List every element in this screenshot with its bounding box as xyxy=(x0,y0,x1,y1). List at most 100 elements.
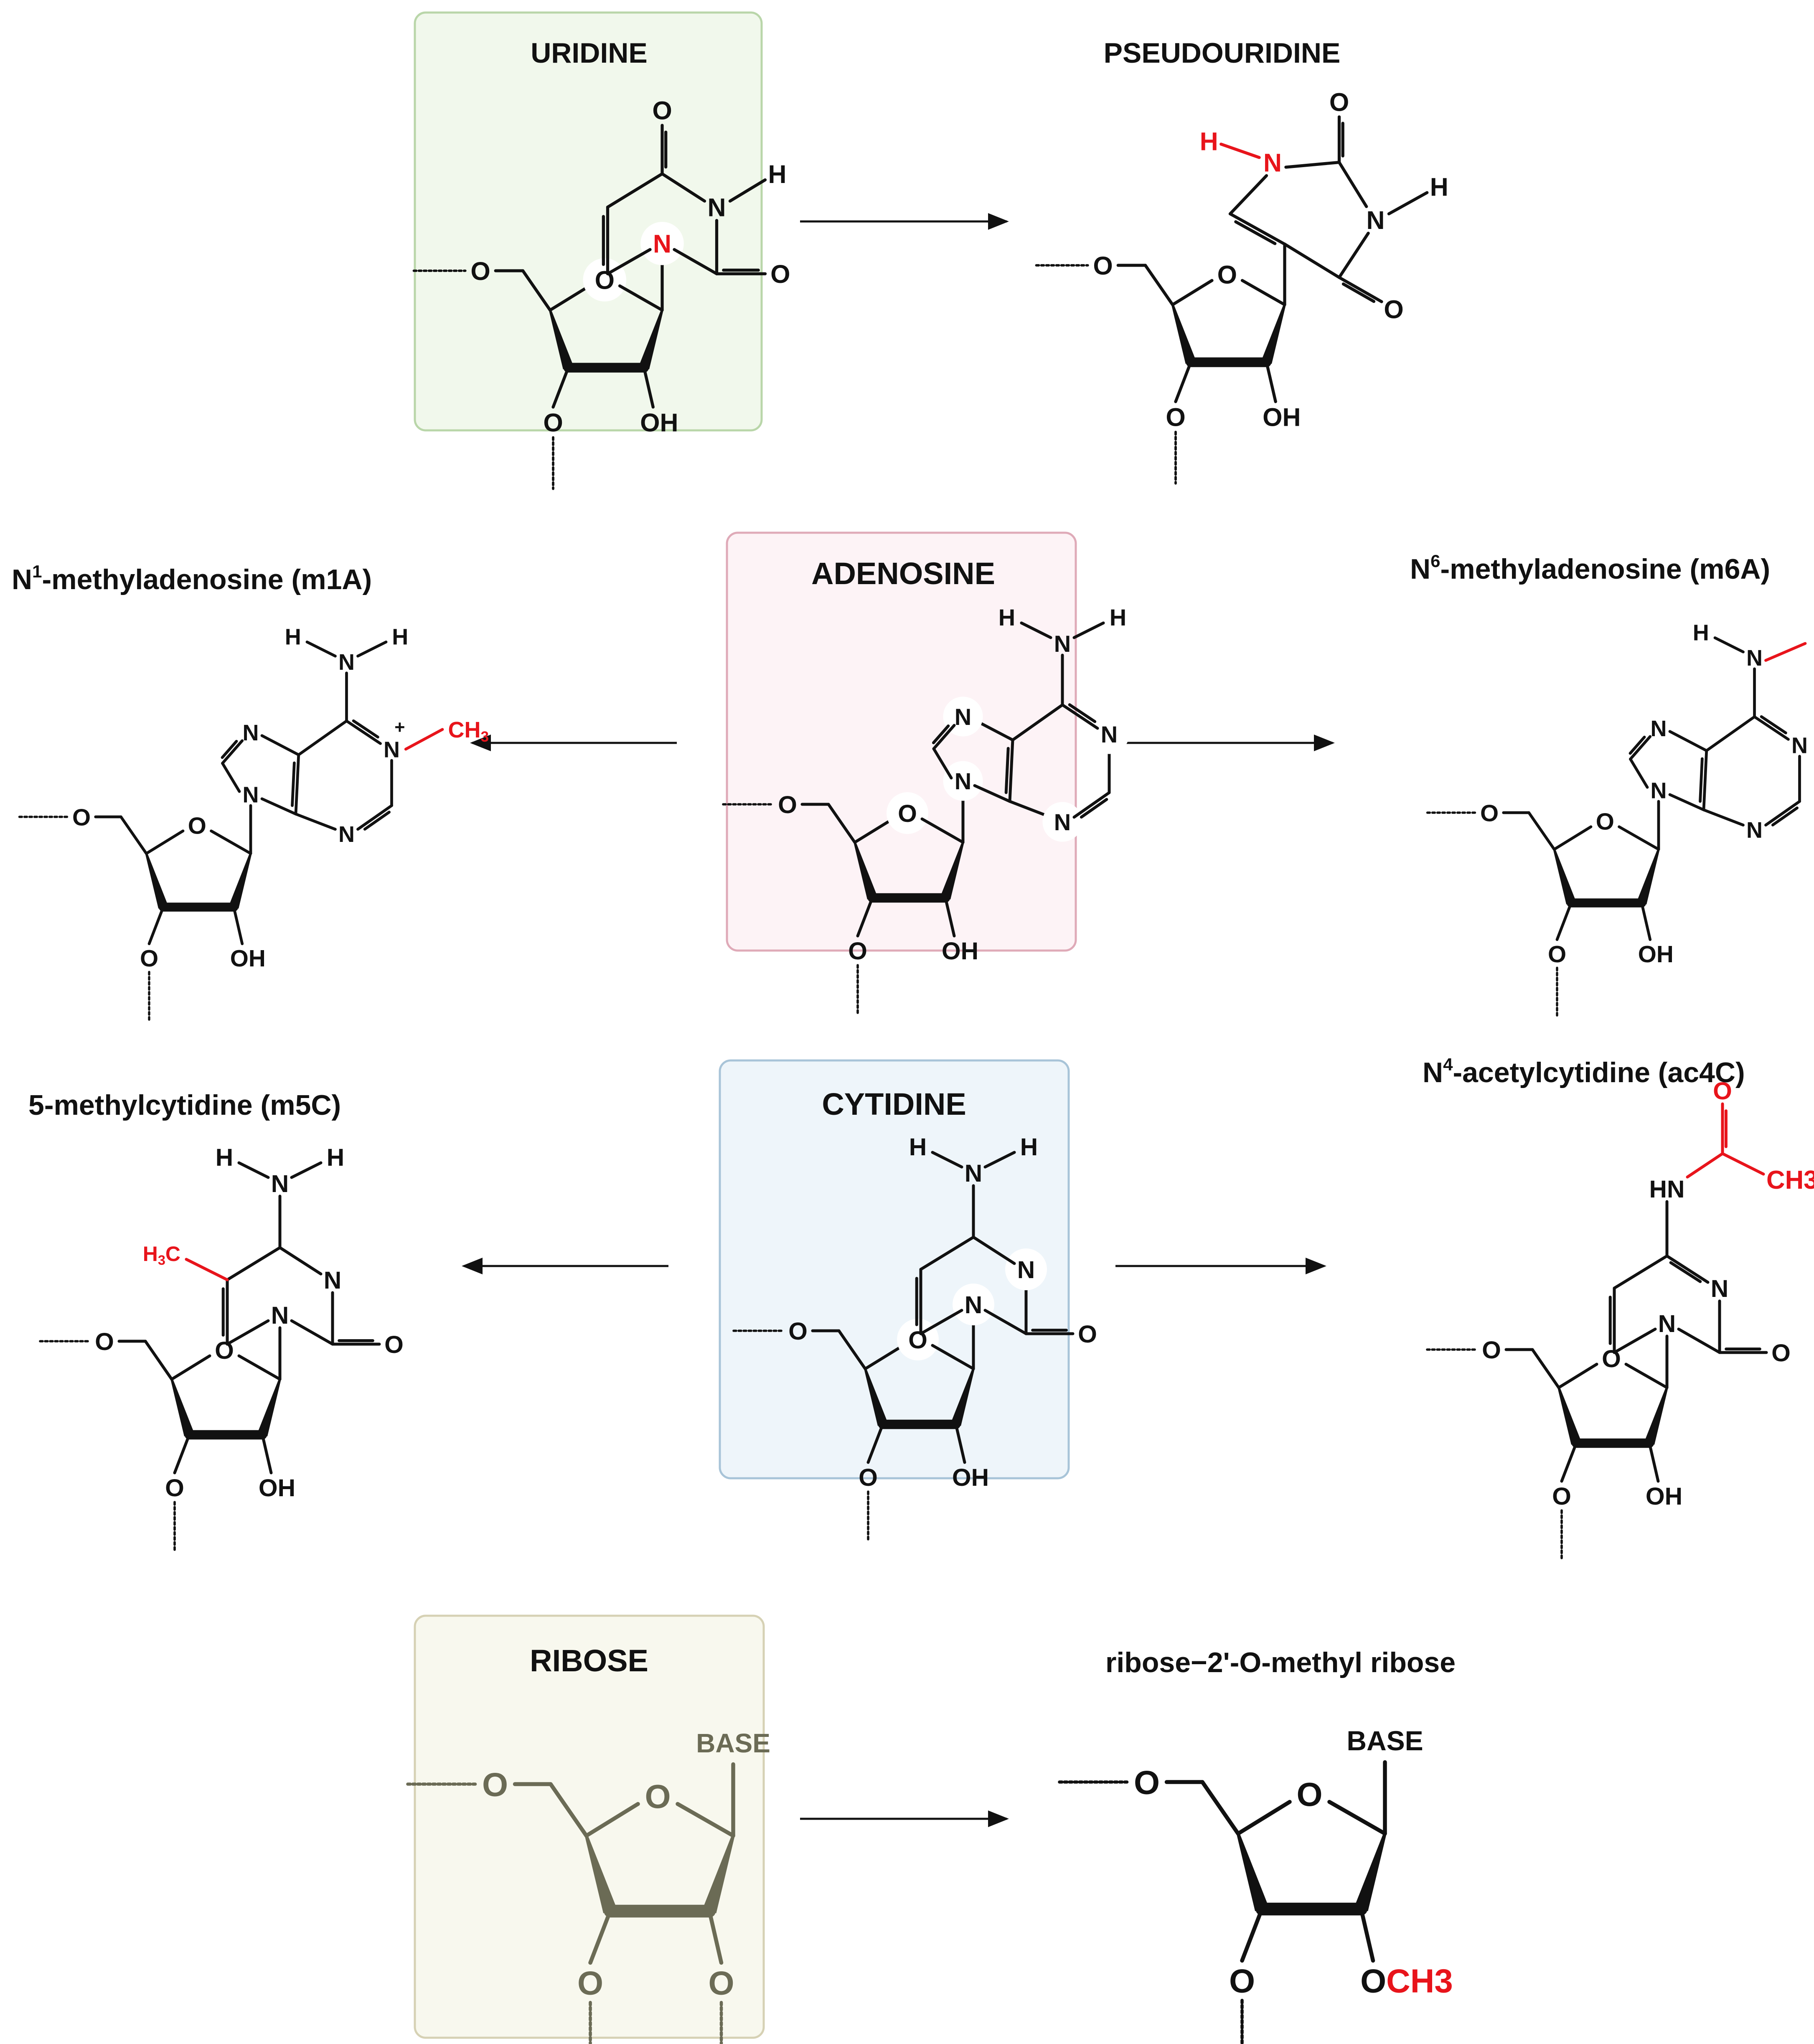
atom-o: O xyxy=(1360,1963,1386,2000)
atom-o5: O xyxy=(1134,1764,1160,1801)
m6a-title-rest: -methyladenosine (m6A) xyxy=(1440,553,1770,585)
bond xyxy=(932,747,953,780)
m6a-structure: OOOOHNNNNNHCH3 xyxy=(1426,620,1808,1017)
m6a-title-sup: 6 xyxy=(1430,551,1440,571)
bond xyxy=(1072,791,1111,819)
atom-highlight xyxy=(1089,714,1129,754)
bond xyxy=(954,1423,966,1464)
bond xyxy=(1613,1254,1669,1290)
atom-n1: N xyxy=(1101,721,1118,747)
bond xyxy=(521,269,552,312)
bond xyxy=(920,817,965,844)
cytidine-title: CYTIDINE xyxy=(822,1087,966,1121)
bond xyxy=(549,1782,589,1838)
bond xyxy=(147,905,165,946)
bond xyxy=(1283,242,1341,279)
m6a-title-prefix: N xyxy=(1410,553,1430,585)
bond xyxy=(973,784,1011,803)
bond xyxy=(606,248,652,275)
bond xyxy=(170,1354,211,1381)
atom-o-ring: O xyxy=(1296,1776,1322,1813)
bond xyxy=(1228,174,1268,216)
atom-h1: H xyxy=(1200,127,1218,156)
atom-n1: N xyxy=(653,230,671,258)
atom-o3: O xyxy=(1229,1963,1255,2000)
ac4c-title-sup: 4 xyxy=(1443,1055,1453,1074)
atom-h3c-tail: C xyxy=(165,1242,180,1266)
atom-o-ring: O xyxy=(1217,261,1237,289)
bond xyxy=(642,366,655,409)
bond xyxy=(173,1433,191,1475)
bond xyxy=(145,829,185,855)
bond xyxy=(931,1344,975,1370)
atom-highlight xyxy=(1042,802,1082,842)
wedge-bond xyxy=(1644,1387,1668,1445)
atom-o5: O xyxy=(778,791,797,819)
bond xyxy=(1219,142,1261,159)
atom-n3: N xyxy=(1367,206,1385,234)
atom-oh: OH xyxy=(1646,1483,1682,1510)
uridine-title: URIDINE xyxy=(531,37,648,69)
atom-n1: N xyxy=(1791,733,1808,758)
double-bond xyxy=(1341,282,1376,303)
atom-h6a: H xyxy=(285,624,301,649)
bond xyxy=(1702,749,1708,811)
atom-o3: O xyxy=(848,938,867,965)
bond xyxy=(549,284,591,312)
bond xyxy=(1705,715,1756,752)
atom-o3: O xyxy=(543,408,563,437)
atom-h6b: H xyxy=(1110,604,1126,630)
m1a-title-sup: 1 xyxy=(32,562,42,581)
double-bond xyxy=(1234,220,1277,245)
bond xyxy=(297,719,348,756)
bond xyxy=(673,248,719,275)
bond xyxy=(221,739,244,765)
atom-h4b: H xyxy=(1020,1134,1038,1161)
bond xyxy=(983,1309,1028,1335)
double-bond xyxy=(1080,798,1108,819)
bond xyxy=(1640,901,1652,941)
wedge-bond xyxy=(1171,304,1196,364)
bond xyxy=(1011,703,1064,742)
atom-n4: N xyxy=(965,1160,982,1187)
bond xyxy=(853,817,894,844)
wedge-bond xyxy=(950,1368,975,1426)
atom-h4a: H xyxy=(216,1144,233,1171)
bond xyxy=(226,1319,270,1346)
bond xyxy=(345,719,382,745)
wedge-bond xyxy=(584,1835,617,1914)
bond xyxy=(707,1909,724,1965)
wedge-bond xyxy=(639,310,663,369)
bond xyxy=(294,753,300,816)
atom-o4: O xyxy=(652,97,672,125)
bond xyxy=(1072,621,1105,639)
atom-base: BASE xyxy=(1347,1725,1423,1756)
bond xyxy=(606,172,664,209)
bond xyxy=(551,366,570,409)
m5c-title: 5-methylcytidine (m5C) xyxy=(28,1089,341,1121)
bond xyxy=(919,1309,963,1335)
atom-o5: O xyxy=(95,1328,114,1355)
bond xyxy=(676,1802,735,1838)
double-bond xyxy=(1004,747,1010,794)
bond xyxy=(1713,636,1745,653)
atom-n3: N xyxy=(1711,1275,1728,1302)
atom-h6a: H xyxy=(1693,620,1709,645)
bond xyxy=(237,1161,270,1179)
atom-highlight xyxy=(953,1284,994,1325)
bond xyxy=(1618,825,1660,851)
ac4c-title-rest: -acetylcytidine (ac4C) xyxy=(1453,1057,1745,1088)
atom-oh: OH xyxy=(952,1464,989,1491)
bond xyxy=(261,1433,273,1475)
bond xyxy=(588,1909,612,1965)
bond xyxy=(278,1246,323,1276)
bond xyxy=(1629,758,1649,789)
atom-charge: + xyxy=(394,717,405,737)
bond xyxy=(1284,160,1341,169)
bond xyxy=(404,728,444,751)
bond xyxy=(1555,901,1573,941)
atom-oh: OH xyxy=(1638,941,1674,968)
atom-ch3-n1: CH3 xyxy=(448,717,489,745)
